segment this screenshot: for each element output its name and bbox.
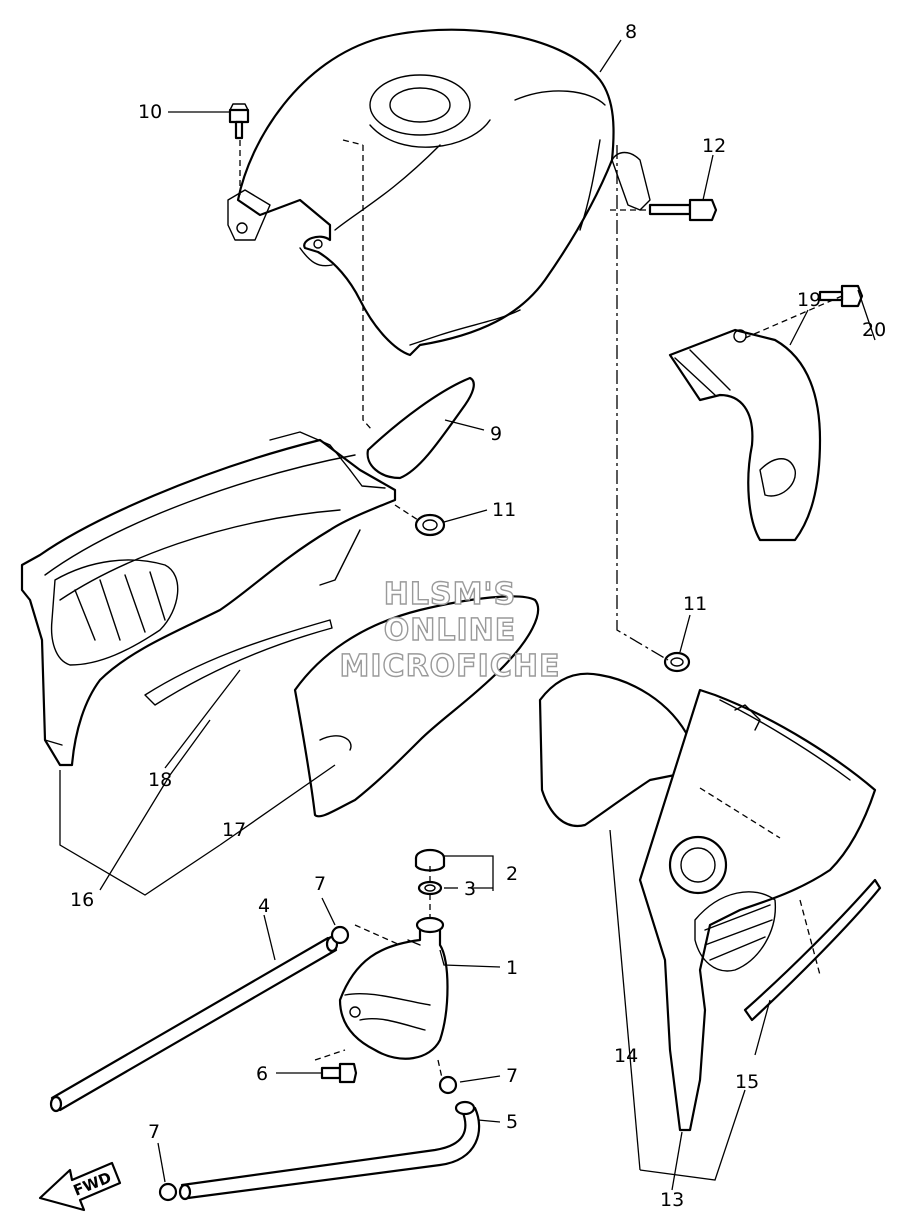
clamp-7-bottom (158, 1182, 178, 1202)
callout-11-right: 11 (683, 593, 707, 615)
callout-16: 16 (70, 889, 94, 911)
hose-4 (49, 935, 339, 1113)
callout-11-left: 11 (492, 499, 516, 521)
callout-20: 20 (862, 319, 886, 341)
side-panel-17 (293, 595, 540, 818)
callout-13: 13 (660, 1189, 684, 1211)
watermark-line-1: HLSM'S (384, 577, 516, 612)
fwd-arrow-icon: FWD (38, 1161, 122, 1212)
assembly-line (354, 924, 401, 946)
assembly-line (394, 504, 419, 521)
assembly-line (342, 139, 364, 146)
assembly-line (699, 787, 781, 839)
fuel-tank-cover (227, 28, 651, 357)
callout-7-bottom: 7 (148, 1121, 160, 1143)
callout-17: 17 (222, 819, 246, 841)
leader-lines (59, 39, 876, 1191)
callout-9: 9 (490, 423, 502, 445)
watermark: HLSM'S ONLINE MICROFICHE (339, 576, 561, 684)
callouts: 1 2 3 4 5 6 7 7 7 8 9 10 11 11 12 13 14 … (70, 21, 886, 1211)
panel-9 (366, 376, 475, 480)
callout-12: 12 (702, 135, 726, 157)
hose-5 (178, 1100, 481, 1201)
side-cover-left (20, 431, 397, 767)
callout-19: 19 (797, 289, 821, 311)
assembly-line (799, 899, 821, 976)
assembly-line (616, 145, 669, 661)
grommet-11-right (663, 651, 691, 673)
bolt-20 (818, 284, 864, 308)
air-duct-19 (668, 328, 822, 542)
clamp-7-top (330, 925, 350, 945)
callout-7-right: 7 (506, 1065, 518, 1087)
bolt-6 (320, 1062, 358, 1084)
screw-10 (228, 103, 250, 140)
callout-6: 6 (256, 1063, 268, 1085)
washer-3 (417, 880, 443, 896)
callout-7-top: 7 (314, 873, 326, 895)
assembly-line (744, 295, 843, 339)
assembly-line (314, 1049, 346, 1061)
watermark-line-2: ONLINE (384, 613, 517, 648)
side-cover-right (538, 672, 882, 1132)
callout-5: 5 (506, 1111, 518, 1133)
callout-1: 1 (506, 957, 518, 979)
assembly-line (362, 145, 373, 431)
overflow-tank-1 (338, 916, 449, 1060)
grommet-11-left (414, 513, 446, 537)
clamp-7-right (438, 1075, 458, 1095)
watermark-line-3: MICROFICHE (340, 649, 561, 684)
bolt-12 (648, 198, 718, 222)
callout-8: 8 (625, 21, 637, 43)
callout-4: 4 (258, 895, 270, 917)
callout-3: 3 (464, 878, 476, 900)
assembly-line (437, 1059, 443, 1079)
callout-10: 10 (138, 101, 162, 123)
callout-15: 15 (735, 1071, 759, 1093)
callout-2: 2 (506, 863, 518, 885)
callout-14: 14 (614, 1045, 638, 1067)
callout-18: 18 (148, 769, 172, 791)
